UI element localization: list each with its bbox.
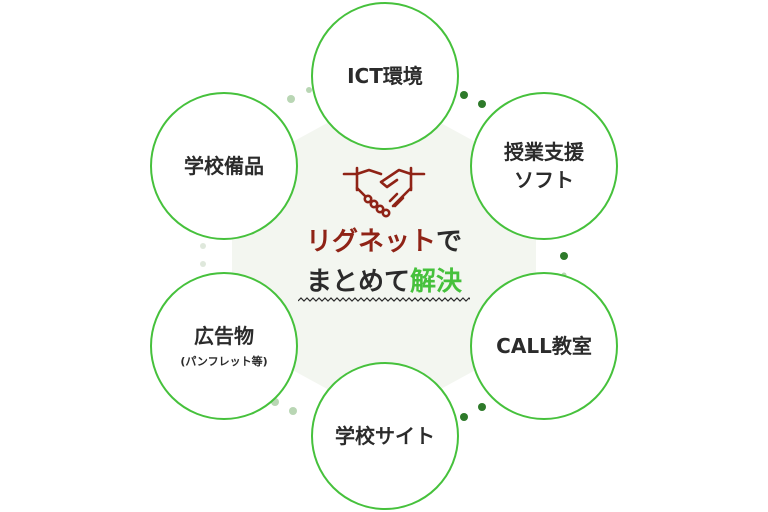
connector-dot bbox=[287, 95, 295, 103]
node-label: CALL教室 bbox=[496, 334, 592, 358]
center-hexagon bbox=[232, 92, 536, 420]
wavy-underline bbox=[298, 297, 470, 302]
node-call-classroom: CALL教室 bbox=[470, 272, 618, 420]
brand-name: リグネット bbox=[305, 227, 436, 257]
center-message: リグネットで まとめて解決 bbox=[264, 222, 504, 302]
node-label: ICT環境 bbox=[347, 64, 423, 88]
node-label: 広告物 bbox=[194, 324, 254, 349]
connector-dot bbox=[200, 261, 206, 267]
node-school-site: 学校サイト bbox=[311, 362, 459, 510]
node-school-equipment: 学校備品 bbox=[150, 92, 298, 240]
connector-dot bbox=[460, 91, 468, 99]
node-teaching-software: 授業支援 ソフト bbox=[470, 92, 618, 240]
connector-dot bbox=[306, 87, 312, 93]
center-highlight: 解決 bbox=[410, 267, 463, 297]
connector-dot bbox=[289, 407, 297, 415]
connector-dot bbox=[478, 100, 486, 108]
node-label: 授業支援 bbox=[504, 140, 584, 164]
node-advertising: 広告物 (パンフレット等) bbox=[150, 272, 298, 420]
center-line-2-plain: まとめて bbox=[305, 267, 410, 297]
connector-dot bbox=[560, 252, 568, 260]
connector-dot bbox=[460, 413, 468, 421]
connector-dot bbox=[478, 403, 486, 411]
node-ict: ICT環境 bbox=[311, 2, 459, 150]
center-line-1: リグネットで bbox=[264, 222, 504, 262]
node-sublabel: (パンフレット等) bbox=[180, 355, 268, 369]
node-label-line2: ソフト bbox=[514, 168, 574, 192]
node-label: 学校備品 bbox=[184, 154, 264, 178]
center-line-2: まとめて解決 bbox=[264, 262, 504, 302]
handshake-icon bbox=[342, 166, 426, 218]
node-label: 学校サイト bbox=[335, 424, 435, 448]
center-line-1-rest: で bbox=[436, 227, 463, 257]
connector-dot bbox=[200, 243, 206, 249]
